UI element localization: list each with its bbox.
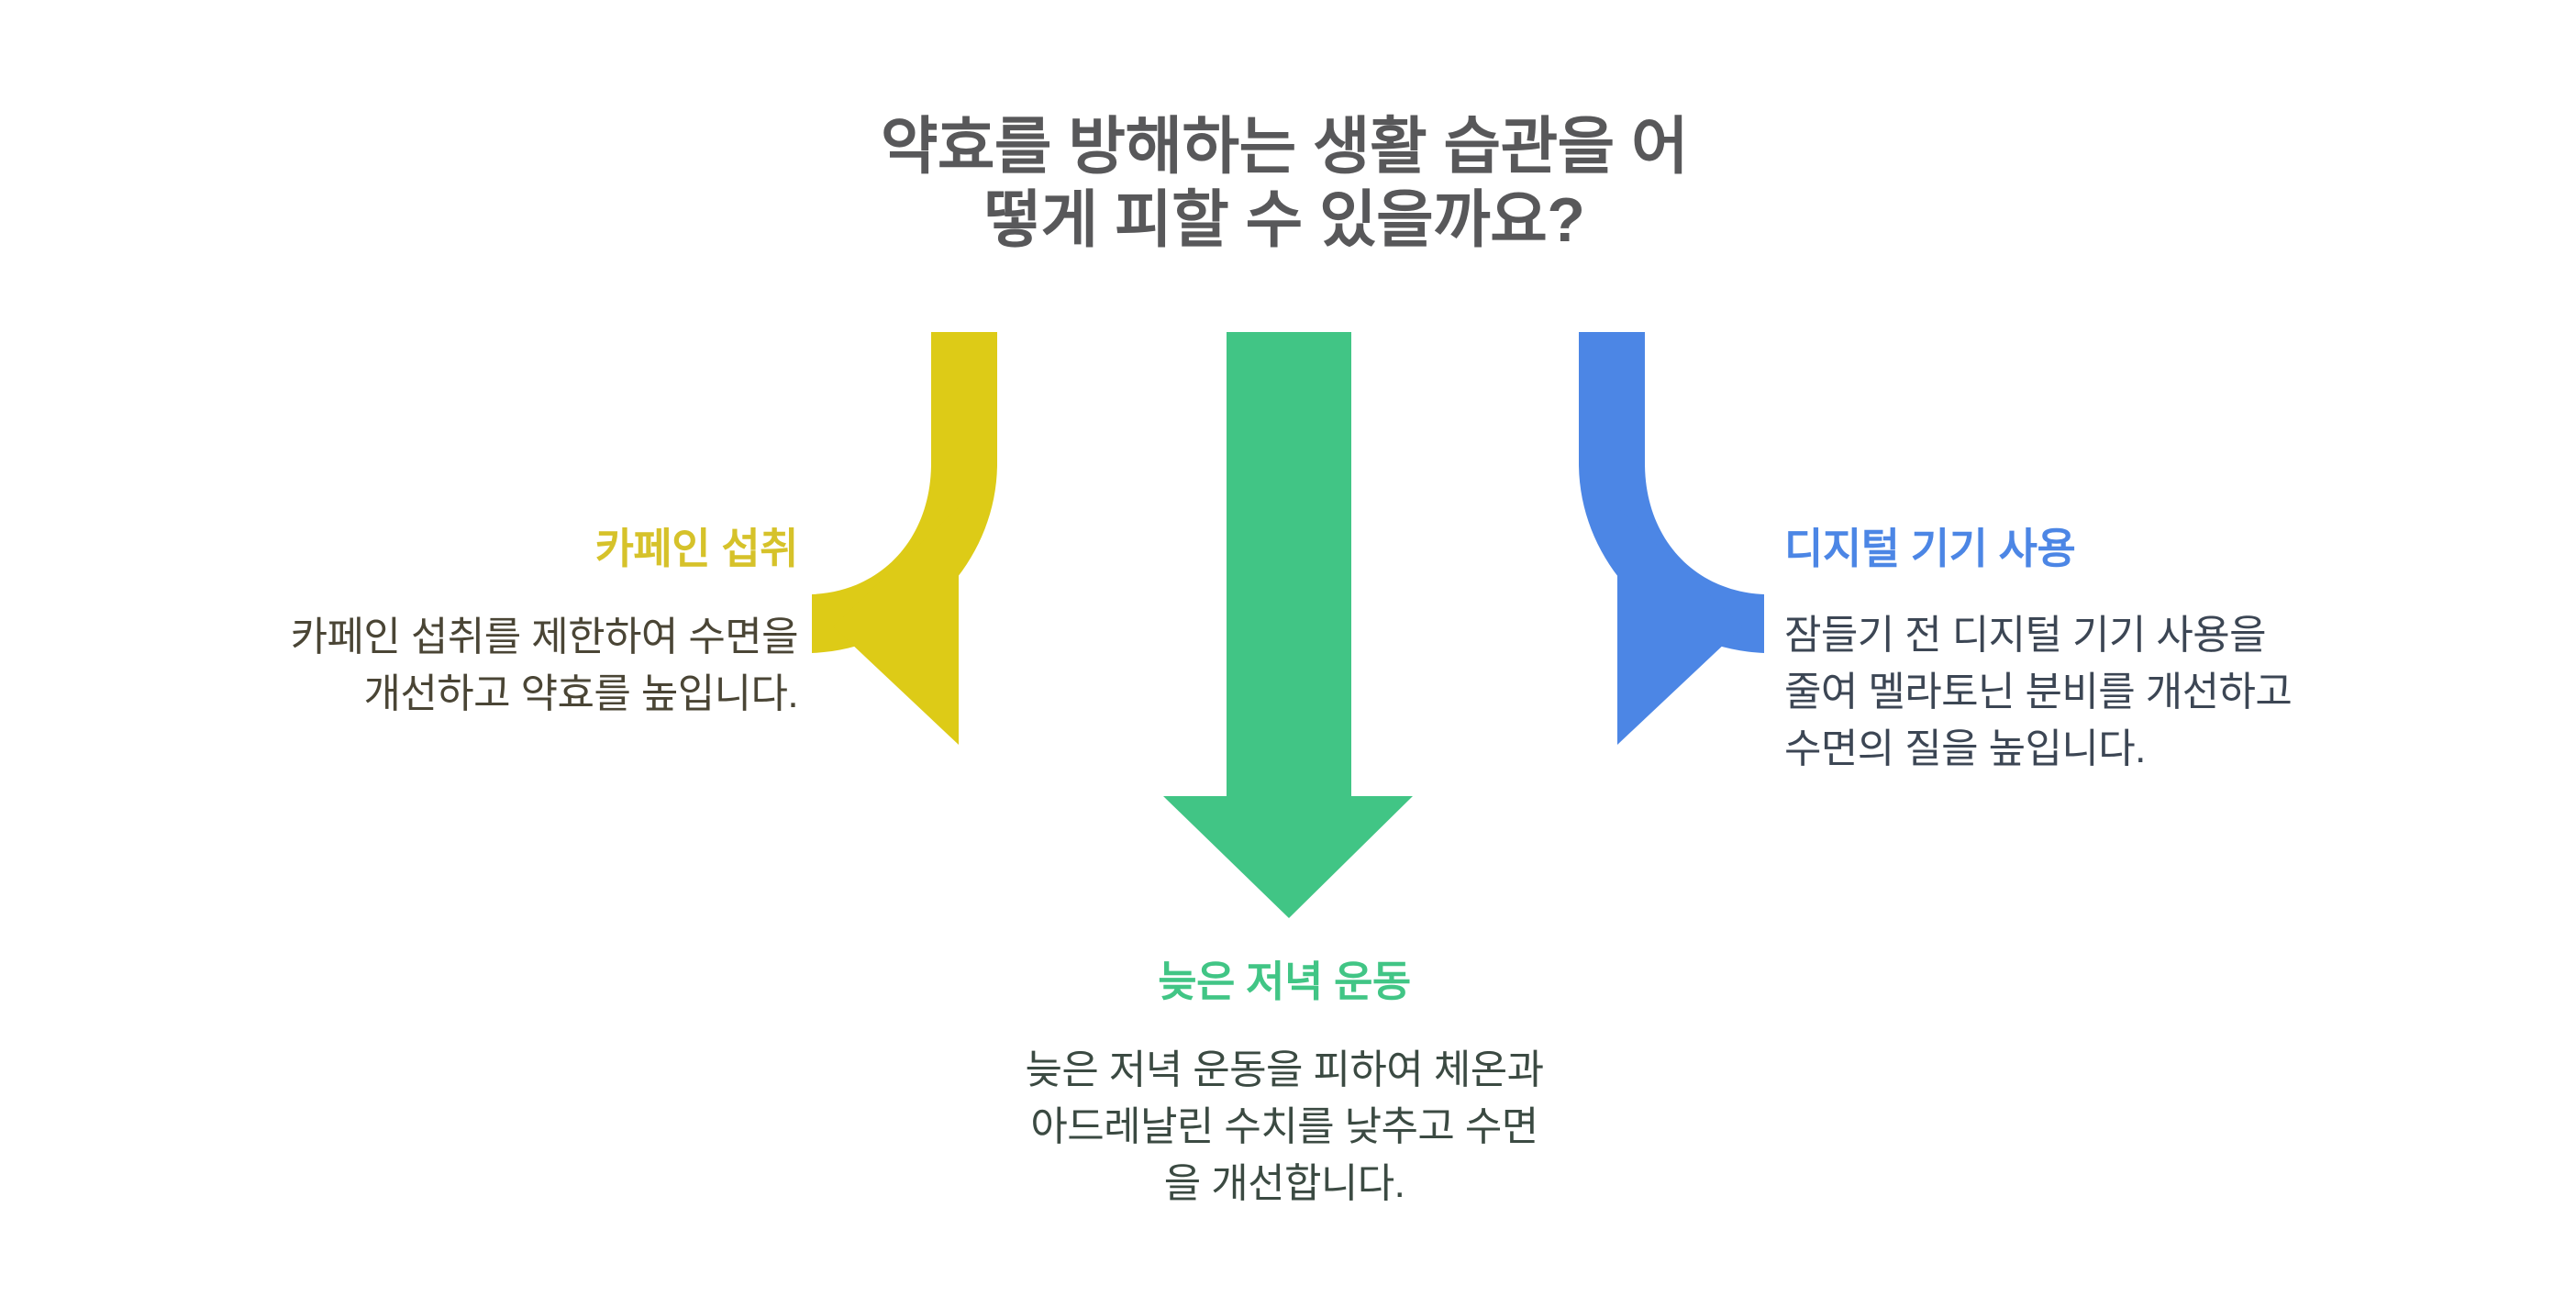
- branch-right-digital-devices: 디지털 기기 사용 잠들기 전 디지털 기기 사용을 줄여 멜라토닌 분비를 개…: [1784, 523, 2537, 779]
- down-arrow-green: [1163, 332, 1413, 918]
- curve-left-arrow-yellow: [833, 332, 997, 742]
- curve-left-arrow-yellow-body: [812, 332, 997, 653]
- branch-center-late-exercise: 늦은 저녁 운동 늦은 저녁 운동을 피하여 체온과 아드레날린 수치를 낮추고…: [826, 956, 1743, 1213]
- branch-right-body: 잠들기 전 디지털 기기 사용을 줄여 멜라토닌 분비를 개선하고 수면의 질을…: [1784, 612, 2293, 772]
- branch-center-body: 늦은 저녁 운동을 피하여 체온과 아드레날린 수치를 낮추고 수면 을 개선합…: [1025, 1047, 1545, 1207]
- branch-center-heading: 늦은 저녁 운동: [1158, 958, 1411, 1005]
- curve-right-arrowhead-blue: [1617, 507, 1743, 745]
- curve-right-arrow-blue-body: [1579, 332, 1764, 653]
- branch-left-heading: 카페인 섭취: [594, 525, 799, 572]
- page-title: 약효를 방해하는 생활 습관을 어 떻게 피할 수 있을까요?: [880, 112, 1689, 256]
- branch-left-caffeine: 카페인 섭취 카페인 섭취를 제한하여 수면을 개선하고 약효를 높입니다.: [55, 523, 799, 723]
- branch-left-body: 카페인 섭취를 제한하여 수면을 개선하고 약효를 높입니다.: [290, 614, 799, 716]
- branch-right-heading: 디지털 기기 사용: [1784, 525, 2076, 572]
- curve-left-arrowhead-yellow: [833, 507, 959, 745]
